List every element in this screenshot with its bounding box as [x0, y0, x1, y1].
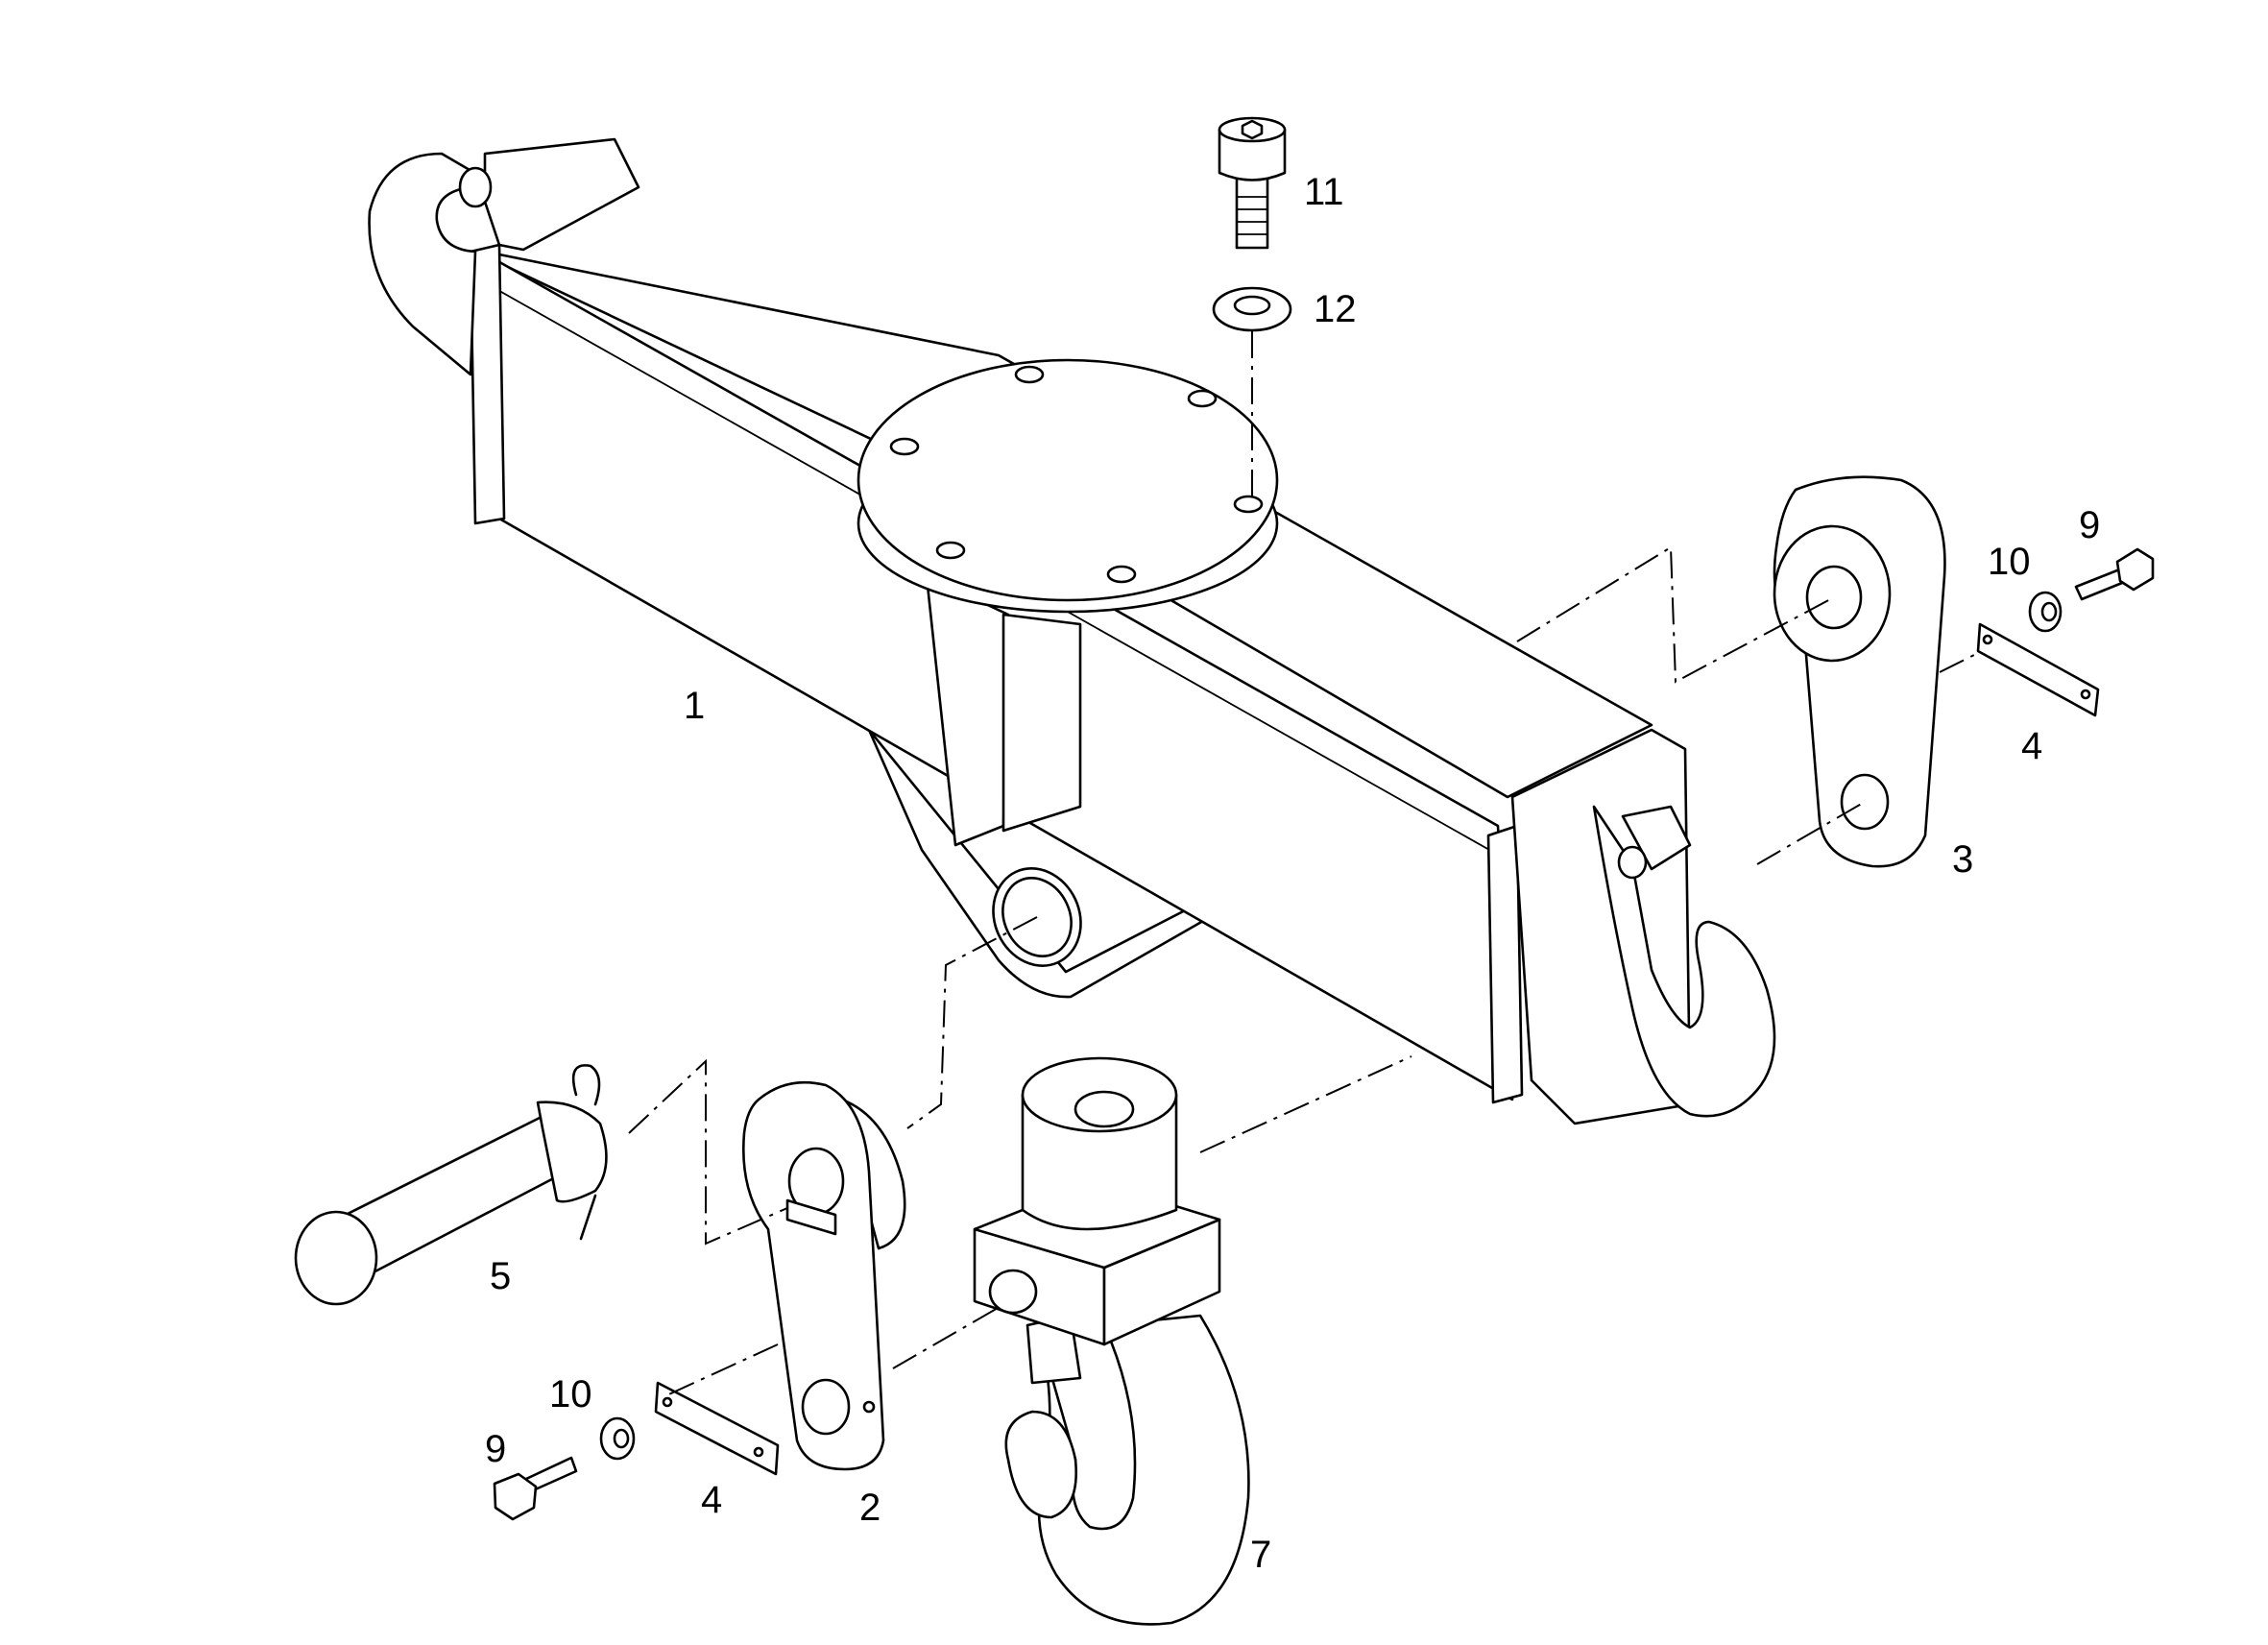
part-11-cap-screw	[1218, 116, 1287, 250]
callout-9-left: 9	[485, 1428, 506, 1470]
part-7-hook-block	[973, 1056, 1250, 1626]
callout-11: 11	[1304, 171, 1344, 213]
link-2-body	[742, 1080, 885, 1471]
plate-bolt-holes	[889, 365, 1264, 584]
plate-hole	[1187, 389, 1218, 408]
beam-pedestal-front	[1001, 613, 1082, 833]
right-hook-body	[1592, 805, 1776, 1118]
bolt-9-left-head	[493, 1472, 538, 1521]
callout-2: 2	[859, 1487, 881, 1529]
callout-labels: 1 2 3 4 4 5 7 9 9 10 10 11 12	[485, 171, 2100, 1576]
callout-1: 1	[684, 685, 705, 727]
right-hook-pin	[1617, 845, 1648, 880]
axis-line-3-lower	[1756, 801, 1866, 865]
callout-3: 3	[1952, 838, 1973, 881]
plate-hole	[1106, 565, 1137, 584]
washer-10-right-inner	[2040, 601, 2058, 622]
hook-7-tip	[1004, 1410, 1077, 1519]
link-2-key	[785, 1198, 837, 1236]
axis-line-right-small	[1939, 652, 1979, 673]
hook-7-swivel-cap	[1074, 1090, 1135, 1128]
pin-5-cotter	[571, 1064, 601, 1241]
plate-4-left-hole	[753, 1446, 764, 1458]
callout-9-right: 9	[2079, 504, 2100, 546]
plate-4-right	[1976, 622, 2100, 717]
axis-line-7	[1199, 1055, 1412, 1153]
axis-line-5	[628, 1058, 788, 1246]
link-2-small-hole	[862, 1400, 876, 1414]
part-9-bolt-left	[493, 1456, 578, 1521]
plate-hole	[889, 437, 920, 456]
spreader-beam	[368, 137, 1692, 1125]
part-12-washer	[1212, 286, 1292, 332]
washer-12-inner	[1233, 295, 1271, 316]
link-3-upper-hole	[1805, 565, 1863, 630]
cap-screw-head	[1218, 128, 1287, 181]
beam-right-hook	[1592, 805, 1776, 1118]
axis-line-left-small	[662, 1343, 779, 1398]
cap-screw-socket	[1241, 119, 1264, 140]
plate-hole	[1014, 365, 1045, 384]
plate-hole	[935, 541, 966, 560]
plate-4-right-hole	[2080, 689, 2091, 700]
part-4-plate-right	[1976, 622, 2100, 717]
cap-screw-shank	[1235, 171, 1269, 250]
part-10-washer-left	[599, 1416, 636, 1461]
callout-4-right: 4	[2021, 725, 2042, 767]
callout-12: 12	[1314, 288, 1357, 330]
plate-4-right-hole	[1982, 634, 1993, 645]
pin-5-head	[294, 1210, 378, 1306]
beam-right-end-plate	[1486, 824, 1524, 1104]
beam-left-lug	[368, 152, 501, 376]
callout-10-left: 10	[549, 1373, 592, 1415]
callout-4-left: 4	[701, 1479, 722, 1521]
part-4-plate-left	[654, 1381, 780, 1476]
beam-left-end-plate	[469, 243, 506, 525]
axis-line-2-upper	[906, 916, 1038, 1129]
part-9-bolt-right	[2074, 547, 2155, 601]
washer-10-left-inner	[613, 1428, 630, 1449]
part-3-side-link	[1773, 475, 1946, 868]
part-5-pin	[294, 1064, 608, 1306]
plate-hole	[1233, 495, 1264, 514]
axis-line-2-lower	[892, 1295, 1019, 1369]
hook-7-swivel-body	[1021, 1093, 1178, 1231]
part-2-side-link	[742, 1080, 906, 1471]
callout-7: 7	[1250, 1534, 1271, 1576]
link-3-lower-hole	[1840, 773, 1890, 831]
axis-line-3-upper	[1516, 545, 1835, 684]
bolt-9-right-head	[2115, 547, 2155, 592]
plate-top	[857, 358, 1279, 602]
beam-left-clamp	[483, 137, 640, 252]
callout-10-right: 10	[1988, 541, 2031, 583]
plate-4-left-hole	[662, 1396, 673, 1408]
cap-screw-threads	[1237, 196, 1267, 235]
plate-4-left	[654, 1381, 780, 1476]
left-clamp-pin	[458, 166, 493, 208]
hook-7-pin	[988, 1269, 1038, 1315]
part-10-washer-right	[2028, 591, 2063, 633]
callout-5: 5	[490, 1255, 511, 1297]
link-2-lower-hole	[801, 1378, 851, 1436]
pin-5-nut	[536, 1101, 608, 1203]
